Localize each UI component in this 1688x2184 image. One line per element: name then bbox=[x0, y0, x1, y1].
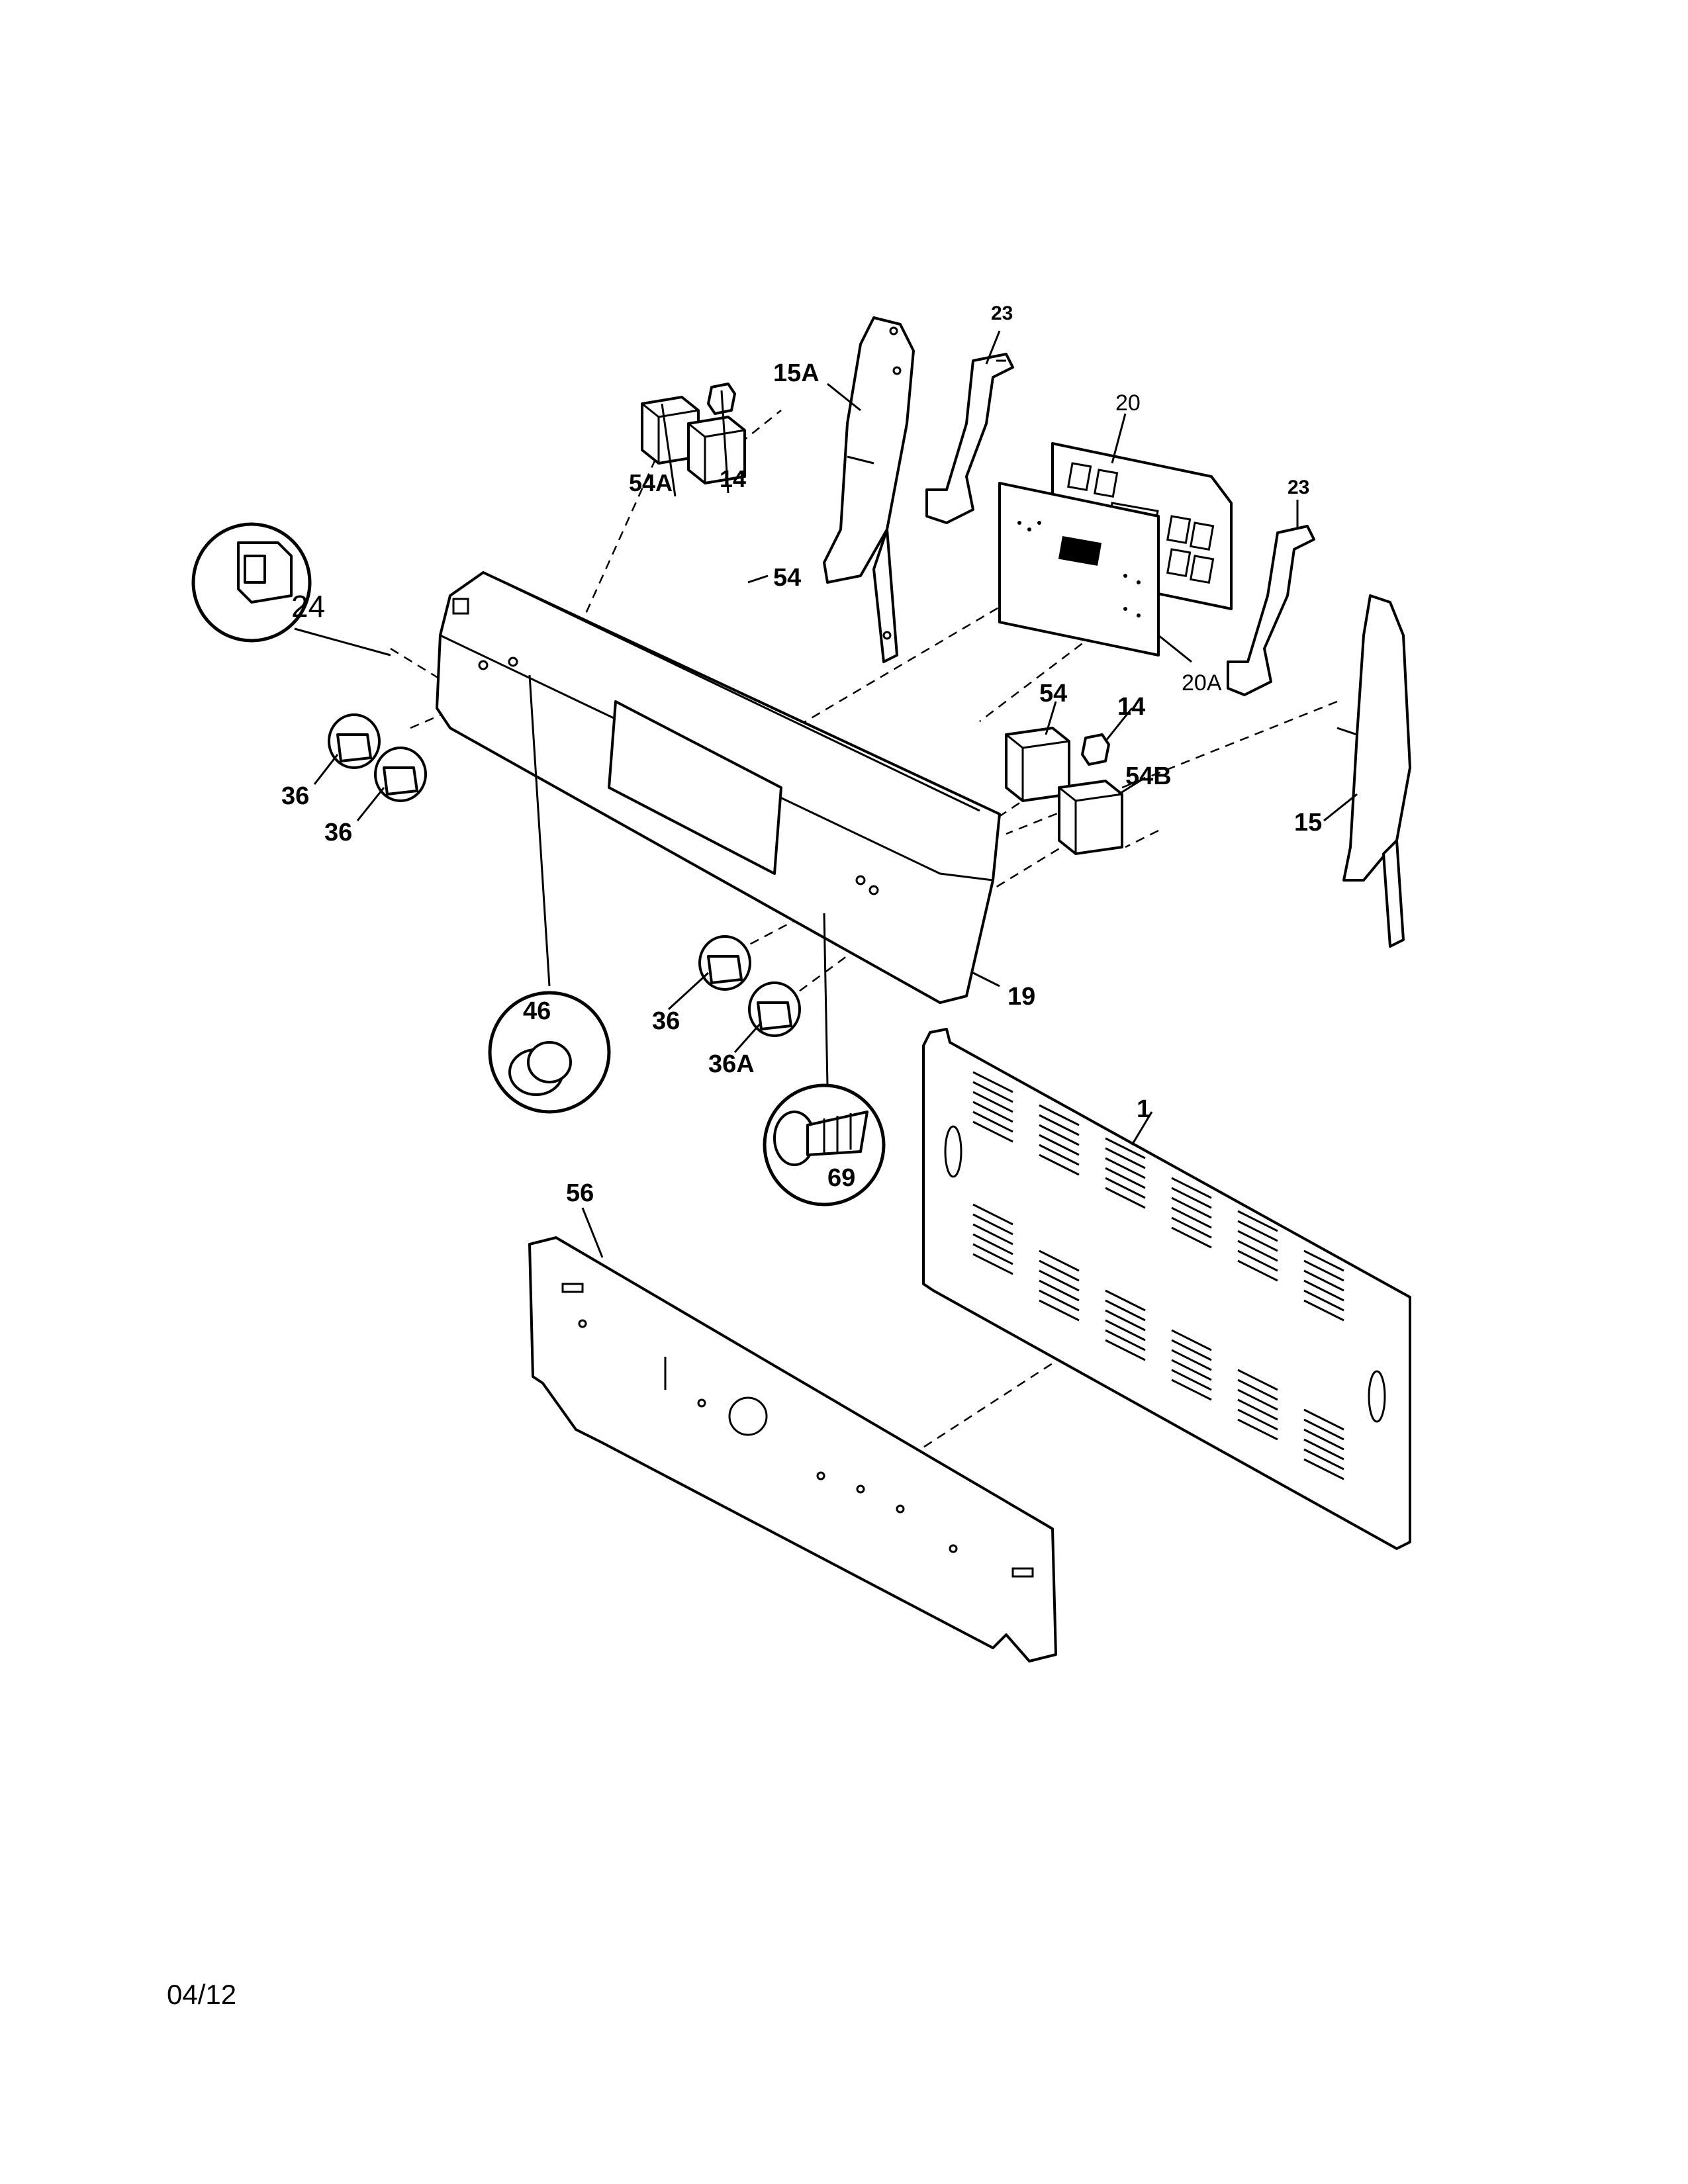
label-54-mid: 54 bbox=[1039, 680, 1067, 707]
knob-36-b bbox=[374, 747, 427, 802]
indicator-14-mid bbox=[1081, 733, 1110, 766]
label-15: 15 bbox=[1294, 809, 1322, 837]
label-36-b: 36 bbox=[324, 819, 352, 846]
knob-36A bbox=[748, 981, 801, 1037]
label-20A: 20A bbox=[1182, 670, 1222, 696]
part-labels: 23 15A 20 54A 14 23 24 54 20A 54 14 54B … bbox=[281, 302, 1322, 1207]
label-24: 24 bbox=[291, 589, 325, 623]
switch-54-top bbox=[687, 416, 746, 484]
label-14-mid: 14 bbox=[1117, 693, 1145, 721]
rear-panel-1 bbox=[922, 1028, 1411, 1550]
label-1: 1 bbox=[1137, 1095, 1150, 1123]
revision-date: 04/12 bbox=[167, 1979, 237, 2010]
label-23-right: 23 bbox=[1288, 477, 1309, 498]
label-14-top: 14 bbox=[720, 465, 746, 492]
label-15A: 15A bbox=[773, 359, 820, 387]
label-19: 19 bbox=[1008, 983, 1035, 1011]
leader-lines bbox=[294, 330, 1358, 1258]
callout-24 bbox=[191, 522, 312, 643]
label-46: 46 bbox=[523, 997, 551, 1025]
label-69: 69 bbox=[827, 1164, 855, 1192]
label-20: 20 bbox=[1115, 390, 1141, 416]
vent-grilles bbox=[972, 1071, 1344, 1480]
control-panel-19 bbox=[436, 571, 1001, 1004]
knob-36-c bbox=[698, 935, 751, 991]
overlay-20A bbox=[998, 482, 1160, 657]
bracket-23-top bbox=[925, 353, 1014, 524]
label-36-c: 36 bbox=[652, 1007, 680, 1035]
knob-36-a bbox=[328, 713, 381, 769]
label-56: 56 bbox=[566, 1179, 594, 1207]
side-bracket-15A bbox=[823, 316, 915, 663]
callout-69 bbox=[763, 1083, 886, 1206]
label-54-top: 54 bbox=[773, 564, 801, 592]
label-36-a: 36 bbox=[281, 782, 309, 810]
label-23-top: 23 bbox=[991, 302, 1013, 324]
lower-panel-56 bbox=[528, 1236, 1057, 1662]
switch-54B bbox=[1058, 780, 1123, 855]
label-54B: 54B bbox=[1125, 762, 1172, 790]
side-bracket-15 bbox=[1336, 594, 1411, 948]
label-54A: 54A bbox=[629, 469, 673, 496]
callout-46 bbox=[488, 991, 611, 1114]
label-36A: 36A bbox=[708, 1050, 755, 1078]
bracket-23-right bbox=[1227, 525, 1315, 696]
